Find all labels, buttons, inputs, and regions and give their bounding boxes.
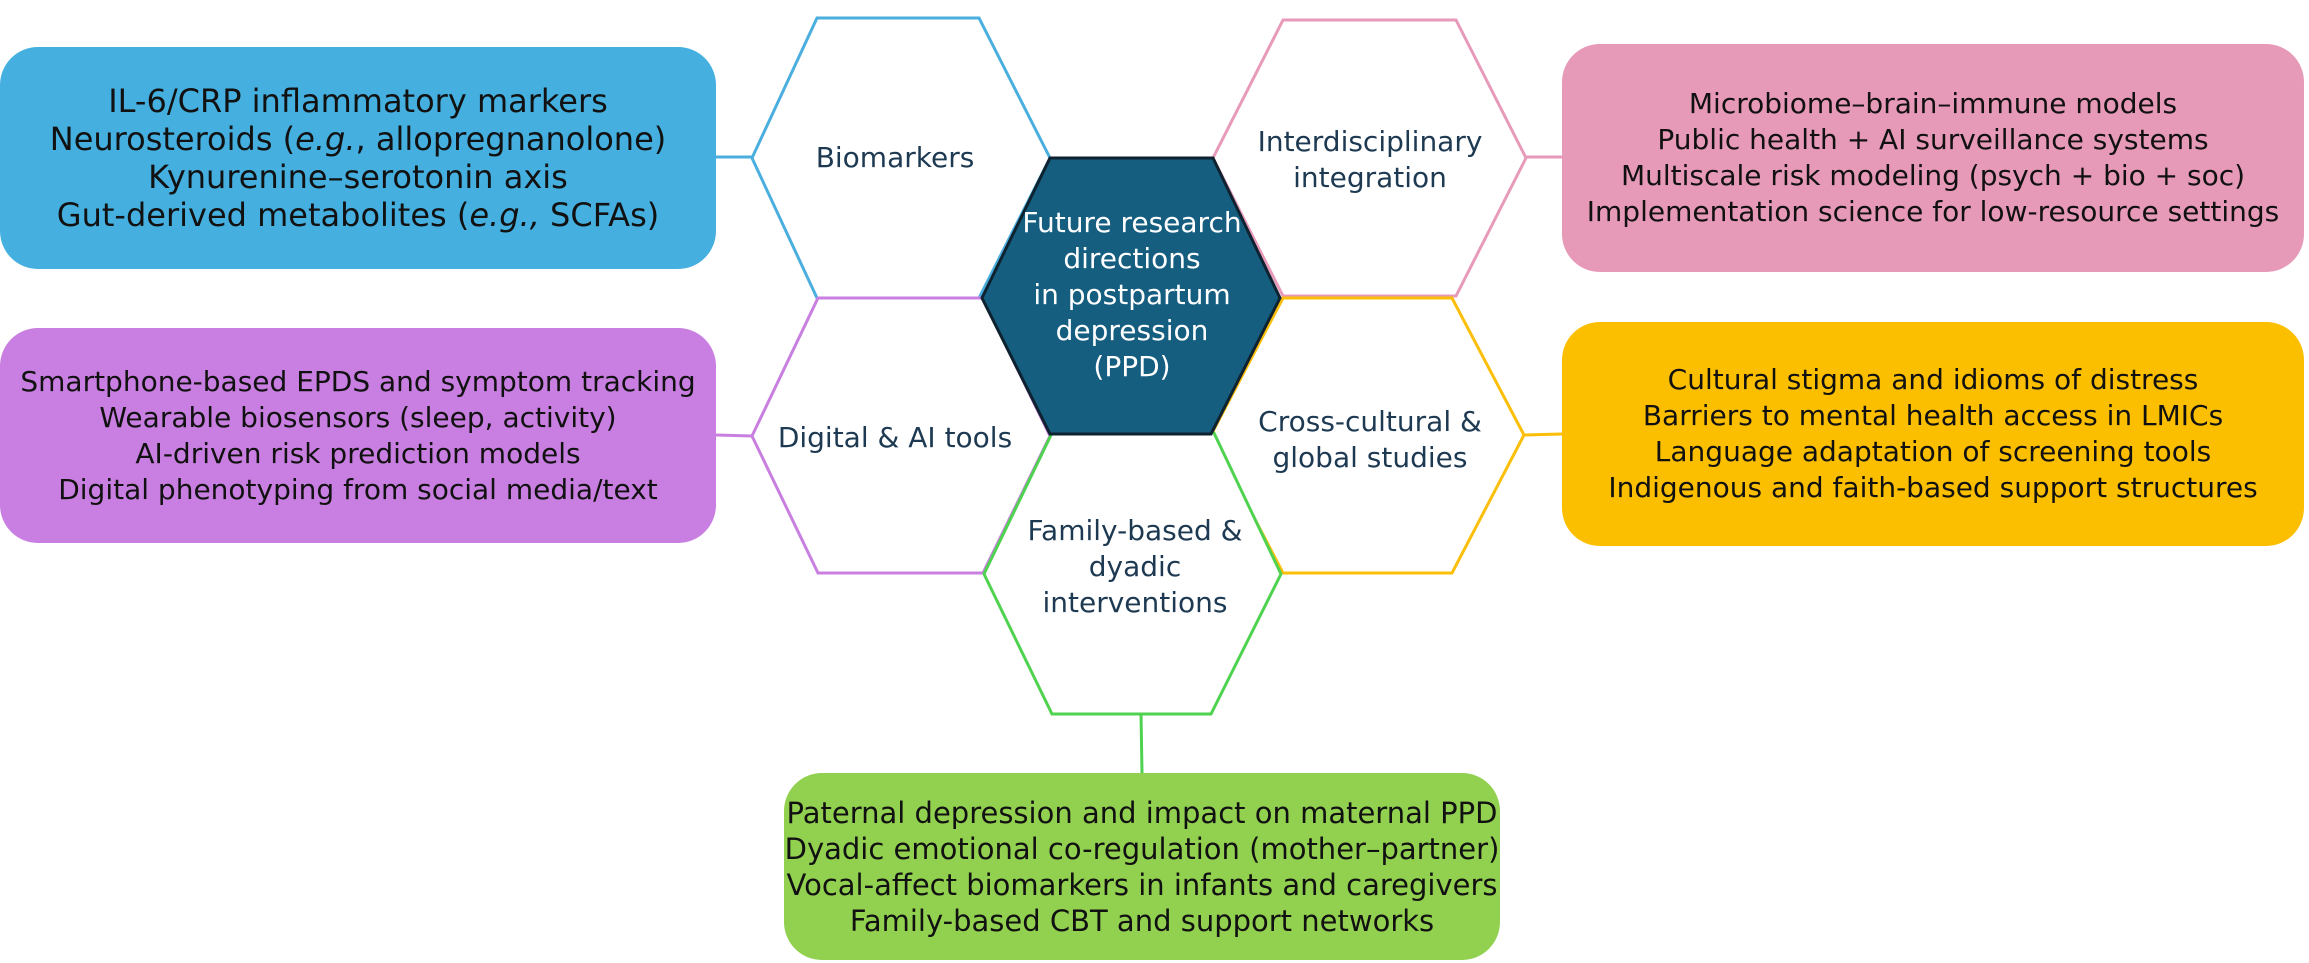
box-line-text: IL-6/CRP inflammatory markers: [108, 82, 608, 120]
box-line: IL-6/CRP inflammatory markers: [108, 82, 608, 120]
box-line: Cultural stigma and idioms of distress: [1667, 363, 2199, 396]
box-line-italic: e.g.: [295, 120, 356, 158]
box-line: Paternal depression and impact on matern…: [786, 795, 1498, 830]
hexagon-center: [980, 156, 1282, 436]
hexagon-label-line: global studies: [1272, 441, 1468, 474]
hexagon-label-interdisciplinary: Interdisciplinary integration: [1230, 120, 1510, 200]
box-line: AI-driven risk prediction models: [135, 436, 581, 470]
box-biomarkers: IL-6/CRP inflammatory markers Neurostero…: [0, 47, 716, 269]
box-line-text: Kynurenine–serotonin axis: [148, 158, 568, 196]
center-line: (PPD): [1093, 350, 1171, 383]
box-line: Digital phenotyping from social media/te…: [58, 472, 658, 506]
hexagon-label-crosscultural: Cross-cultural & global studies: [1230, 400, 1510, 480]
center-label: Future research directions in postpartum…: [1004, 170, 1260, 420]
hexagon-label-line: interventions: [1042, 586, 1228, 619]
box-line: Multiscale risk modeling (psych + bio + …: [1620, 159, 2246, 192]
connector-digital: [715, 433, 753, 438]
hexagon-label-digital: Digital & AI tools: [770, 400, 1020, 476]
hexagon-label-line: dyadic: [1088, 550, 1182, 583]
hexagon-label-biomarkers: Biomarkers: [770, 120, 1020, 196]
box-line: Vocal-affect biomarkers in infants and c…: [786, 867, 1498, 902]
box-digital: Smartphone-based EPDS and symptom tracki…: [0, 328, 716, 543]
box-line: Microbiome–brain–immune models: [1688, 87, 2178, 120]
box-crosscultural: Cultural stigma and idioms of distress B…: [1562, 322, 2304, 546]
hexagon-label-family: Family-based & dyadic interventions: [1010, 510, 1260, 624]
hexagon-label-line: Biomarkers: [815, 141, 975, 174]
box-line-text: Neurosteroids (: [49, 120, 296, 158]
box-line: Public health + AI surveillance systems: [1657, 123, 2209, 156]
center-line: in postpartum: [1033, 278, 1231, 311]
hexagon-label-line: Interdisciplinary: [1257, 125, 1483, 158]
box-line-text: , allopregnanolone): [355, 120, 667, 158]
box-line: Indigenous and faith-based support struc…: [1608, 471, 2258, 504]
box-line: Smartphone-based EPDS and symptom tracki…: [20, 364, 696, 398]
connector-family: [1139, 713, 1144, 774]
box-line: Dyadic emotional co-regulation (mother–p…: [784, 831, 1500, 866]
box-interdisciplinary: Microbiome–brain–immune models Public he…: [1562, 44, 2304, 272]
connector-crosscultural: [1523, 432, 1563, 437]
box-line: Language adaptation of screening tools: [1654, 435, 2212, 468]
box-line: Neurosteroids (e.g., allopregnanolone): [50, 120, 667, 158]
center-line: depression: [1055, 314, 1209, 347]
center-line: directions: [1063, 242, 1201, 275]
hexagon-family: [982, 431, 1283, 716]
box-line: Barriers to mental health access in LMIC…: [1642, 399, 2224, 432]
box-line: Implementation science for low-resource …: [1586, 195, 2280, 228]
box-line-text: Gut-derived metabolites (: [56, 196, 470, 234]
box-line: Kynurenine–serotonin axis: [148, 158, 568, 196]
hexagon-label-line: Family-based &: [1027, 514, 1243, 547]
box-family: Paternal depression and impact on matern…: [784, 773, 1500, 960]
box-line-text: SCFAs): [539, 196, 660, 234]
box-line: Gut-derived metabolites (e.g., SCFAs): [57, 196, 659, 234]
hexagon-label-line: integration: [1293, 161, 1447, 194]
box-line: Wearable biosensors (sleep, activity): [99, 400, 617, 434]
hexagon-label-line: Digital & AI tools: [777, 421, 1013, 454]
box-line-italic: e.g.,: [469, 196, 540, 234]
box-line: Family-based CBT and support networks: [849, 903, 1435, 938]
hexagon-label-line: Cross-cultural &: [1258, 405, 1482, 438]
center-line: Future research: [1022, 206, 1242, 239]
